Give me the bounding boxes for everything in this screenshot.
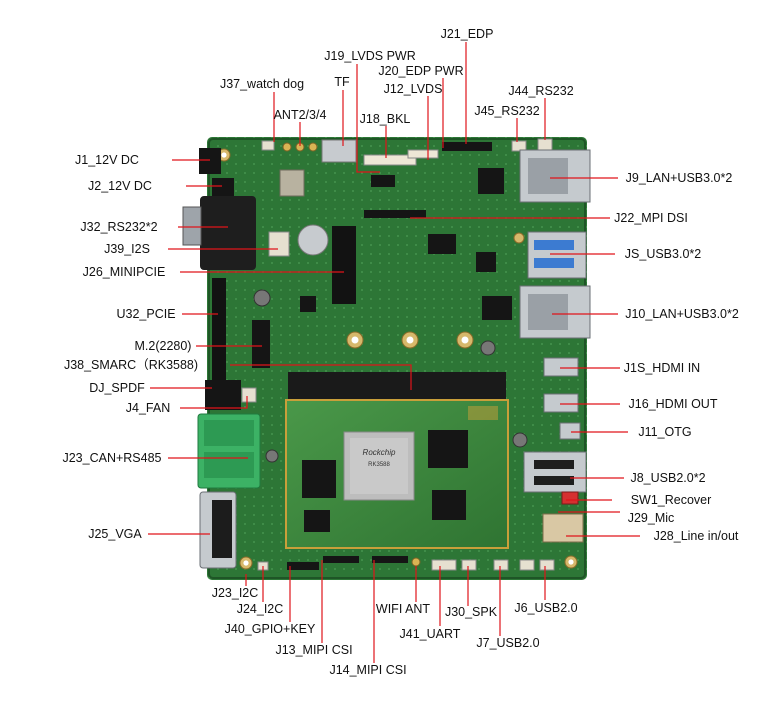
label-j23-can: J23_CAN+RS485: [62, 451, 161, 465]
label-j37-watch-dog: J37_watch dog: [220, 77, 304, 91]
label-wifi-ant: WIFI ANT: [376, 602, 431, 616]
uart-header: [431, 559, 457, 571]
bottom-connectors: [257, 556, 555, 571]
gpio-header: [287, 562, 319, 570]
spk-header: [461, 559, 477, 571]
label-j16-hdmi-out: J16_HDMI OUT: [629, 397, 718, 411]
usb3-stack: [527, 231, 587, 279]
usb2-header-a: [493, 559, 509, 571]
rs232-db9: [200, 196, 256, 270]
top-connectors: [261, 138, 553, 218]
pcie-slot: [212, 278, 226, 388]
label-j38-smarc: J38_SMARC（RK3588): [64, 358, 198, 372]
usb2-header-b: [519, 559, 535, 571]
label-j41-uart: J41_UART: [400, 627, 461, 641]
coin-battery: [297, 224, 329, 256]
right-connectors: [519, 149, 591, 543]
label-j1s-hdmi-in: J1S_HDMI IN: [624, 361, 700, 375]
callout-labels: J21_EDP J19_LVDS PWR J20_EDP PWR J37_wat…: [62, 27, 738, 677]
watchdog-header: [261, 140, 275, 151]
usb2-header-c: [539, 559, 555, 571]
label-j24-i2c: J24_I2C: [237, 602, 284, 616]
dc-jack-2: [212, 178, 234, 196]
db9-shell: [182, 206, 202, 246]
label-dj-spdf: DJ_SPDF: [89, 381, 145, 395]
i2s-header: [268, 231, 290, 257]
label-js-usb3: JS_USB3.0*2: [625, 247, 701, 261]
lvds-pwr-header: [363, 154, 417, 166]
module-can: [279, 169, 305, 197]
label-j30-spk: J30_SPK: [445, 605, 498, 619]
left-connectors: [182, 148, 356, 569]
label-j39-i2s: J39_I2S: [104, 242, 150, 256]
otg-port: [559, 422, 581, 440]
label-j12-lvds: J12_LVDS: [384, 82, 443, 96]
label-j28-line: J28_Line in/out: [654, 529, 739, 543]
label-j7-usb2: J7_USB2.0: [476, 636, 539, 650]
tf-slot: [321, 139, 357, 163]
smarc-module: Rockchip RK3588: [285, 372, 509, 549]
label-j29-mic: J29_Mic: [628, 511, 675, 525]
leader-lines: [148, 42, 640, 663]
ram-chip-2: [302, 460, 336, 498]
edp-connector: [442, 142, 492, 151]
mipi-csi-2: [372, 556, 408, 563]
audio-jack: [542, 513, 584, 543]
lvds-jumper: [371, 175, 395, 187]
chip-brand: Rockchip: [363, 448, 396, 457]
chip-part: RK3588: [368, 462, 390, 468]
ram-chip-3: [432, 490, 466, 520]
recover-button: [561, 491, 579, 505]
mipi-csi-1: [323, 556, 359, 563]
label-j8-usb2: J8_USB2.0*2: [630, 471, 705, 485]
label-j10-lan-usb: J10_LAN+USB3.0*2: [625, 307, 739, 321]
dc-jack-1: [199, 148, 221, 174]
label-j23-i2c: J23_I2C: [212, 586, 259, 600]
label-j40-gpio: J40_GPIO+KEY: [225, 622, 316, 636]
rs232-header-a: [511, 140, 527, 152]
label-j1-12v-dc: J1_12V DC: [75, 153, 139, 167]
pcb-edge: [208, 138, 586, 579]
label-ant: ANT2/3/4: [274, 108, 327, 122]
label-j4-fan: J4_FAN: [126, 401, 170, 415]
label-j9-lan-usb: J9_LAN+USB3.0*2: [626, 171, 733, 185]
label-tf: TF: [334, 75, 350, 89]
label-j20-edp-pwr: J20_EDP PWR: [378, 64, 463, 78]
label-m2: M.2(2280): [135, 339, 192, 353]
label-j6-usb2: J6_USB2.0: [514, 601, 577, 615]
label-j26-minipcie: J26_MINIPCIE: [83, 265, 166, 279]
smarc-socket: [288, 372, 506, 400]
hdmi-out-port: [543, 393, 579, 413]
label-j13-mipi-csi: J13_MIPI CSI: [275, 643, 352, 657]
spdif-connector: [205, 380, 241, 410]
m2-slot: [252, 320, 270, 368]
mipi-dsi-connector: [364, 210, 426, 218]
label-u32-pcie: U32_PCIE: [116, 307, 175, 321]
label-j21-edp: J21_EDP: [441, 27, 494, 41]
hdmi-in-port: [543, 357, 579, 377]
board-components: [253, 168, 528, 463]
label-j14-mipi-csi: J14_MIPI CSI: [329, 663, 406, 677]
rs232-header-b: [537, 138, 553, 152]
label-j18-bkl: J18_BKL: [360, 112, 411, 126]
label-j25-vga: J25_VGA: [88, 527, 142, 541]
fan-header: [241, 387, 257, 403]
minipcie-slot: [332, 226, 356, 304]
label-j45-rs232: J45_RS232: [474, 104, 539, 118]
label-j19-lvds-pwr: J19_LVDS PWR: [324, 49, 415, 63]
bkl-header: [407, 149, 439, 159]
label-j32-rs232: J32_RS232*2: [80, 220, 157, 234]
label-j11-otg: J11_OTG: [638, 425, 691, 439]
usb2-stack: [523, 451, 587, 493]
label-sw1-recover: SW1_Recover: [631, 493, 712, 507]
ram-chip-1: [428, 430, 468, 468]
label-j2-12v-dc: J2_12V DC: [88, 179, 152, 193]
emmc-chip: [304, 510, 330, 532]
label-j44-rs232: J44_RS232: [508, 84, 573, 98]
label-j22-mpi-dsi: J22_MPI DSI: [614, 211, 688, 225]
